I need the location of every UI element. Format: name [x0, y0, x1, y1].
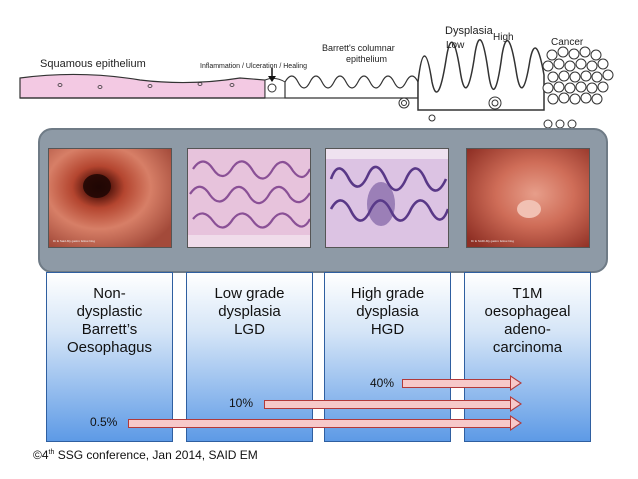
label-inflammation: Inflammation / Ulceration / Healing [200, 63, 307, 70]
stage-t1m-adenocarcinoma: T1M oesophageal adeno- carcinoma [464, 272, 591, 442]
footer-copyright: ©4 [33, 448, 49, 462]
risk-arrow-lgd [264, 400, 512, 409]
photo-histology-hgd [325, 148, 449, 248]
footer-credit: ©4th SSG conference, Jan 2014, SAID EM [33, 448, 258, 462]
stage-lgd: Low grade dysplasia LGD [186, 272, 313, 442]
risk-label-lgd: 10% [229, 396, 254, 410]
stage-label: Non- dysplastic Barrett’s Oesophagus [66, 285, 153, 356]
photo-endoscopy-non-dysplastic: Dr E Said-My gastro fellow blog [48, 148, 172, 248]
photo-credit: Dr E Said-My gastro fellow blog [53, 239, 96, 243]
label-squamous: Squamous epithelium [40, 58, 146, 70]
label-barretts-line1: Barrett's columnar [322, 43, 395, 53]
photo-credit: Dr E SAID-My gastro fellow blog [471, 239, 515, 243]
footer-rest: SSG conference, Jan 2014, SAID EM [54, 448, 258, 462]
stage-label: Low grade dysplasia LGD [214, 285, 285, 338]
risk-arrow-head-lgd [510, 396, 522, 412]
stage-non-dysplastic: Non- dysplastic Barrett’s Oesophagus [46, 272, 173, 442]
stage-label: T1M oesophageal adeno- carcinoma [484, 285, 571, 356]
label-high: High [493, 32, 514, 43]
label-barretts-line2: epithelium [346, 54, 388, 64]
epithelium-progression-schematic: Squamous epithelium Inflammation / Ulcer… [0, 0, 638, 135]
footer-sup: th [48, 449, 55, 456]
risk-label-hgd: 40% [370, 376, 395, 390]
risk-label-non-dysplastic: 0.5% [90, 415, 118, 429]
risk-arrow-non-dysplastic [128, 419, 512, 428]
photo-endoscopy-t1m: Dr E SAID-My gastro fellow blog [466, 148, 590, 248]
label-low: Low [446, 40, 465, 51]
label-cancer: Cancer [551, 37, 584, 48]
risk-arrow-head-non-dysplastic [510, 415, 522, 431]
label-dysplasia: Dysplasia [445, 25, 493, 37]
stage-hgd: High grade dysplasia HGD [324, 272, 451, 442]
risk-arrow-hgd [402, 379, 512, 388]
epithelium-drawing [19, 39, 614, 129]
stage-label: High grade dysplasia HGD [350, 285, 425, 338]
photo-histology-lgd [187, 148, 311, 248]
risk-arrow-head-hgd [510, 375, 522, 391]
